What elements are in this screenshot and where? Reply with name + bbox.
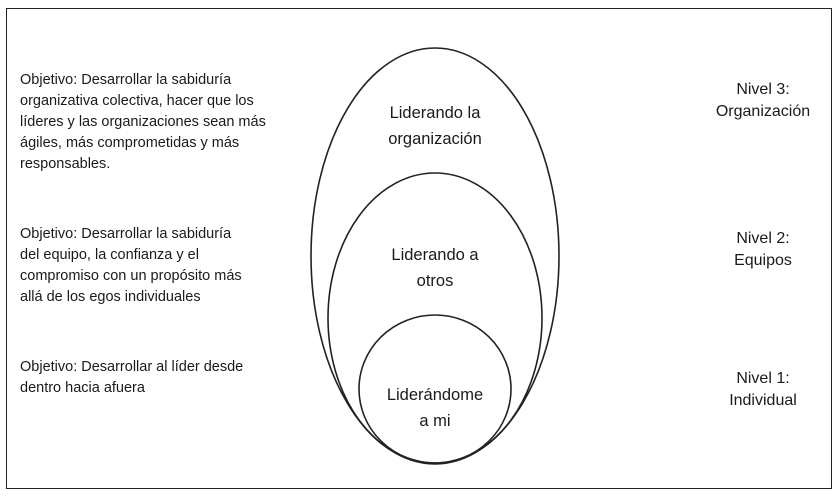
objective-level-3: Objetivo: Desarrollar la sabiduría organ… xyxy=(20,72,266,172)
level-1-label: Nivel 1: Individual xyxy=(729,370,797,409)
diagram-frame xyxy=(6,8,832,489)
ellipse-organization-label-2: organización xyxy=(388,130,482,148)
level-2-label: Nivel 2: Equipos xyxy=(734,230,792,269)
level-3-label: Nivel 3: Organización xyxy=(715,81,811,120)
ellipse-others-label-2: otros xyxy=(417,272,454,290)
ellipse-self xyxy=(358,314,512,464)
ellipse-others-label-1: Liderando a xyxy=(391,246,479,264)
objective-level-1: Objetivo: Desarrollar al líder desde den… xyxy=(20,359,244,396)
ellipse-organization xyxy=(310,47,560,465)
ellipse-organization-label-1: Liderando la xyxy=(390,104,482,122)
objective-level-2: Objetivo: Desarrollar la sabiduría del e… xyxy=(20,226,242,305)
ellipse-self-label-1: Liderándome xyxy=(387,386,483,404)
ellipse-self-label-2: a mi xyxy=(419,412,450,430)
